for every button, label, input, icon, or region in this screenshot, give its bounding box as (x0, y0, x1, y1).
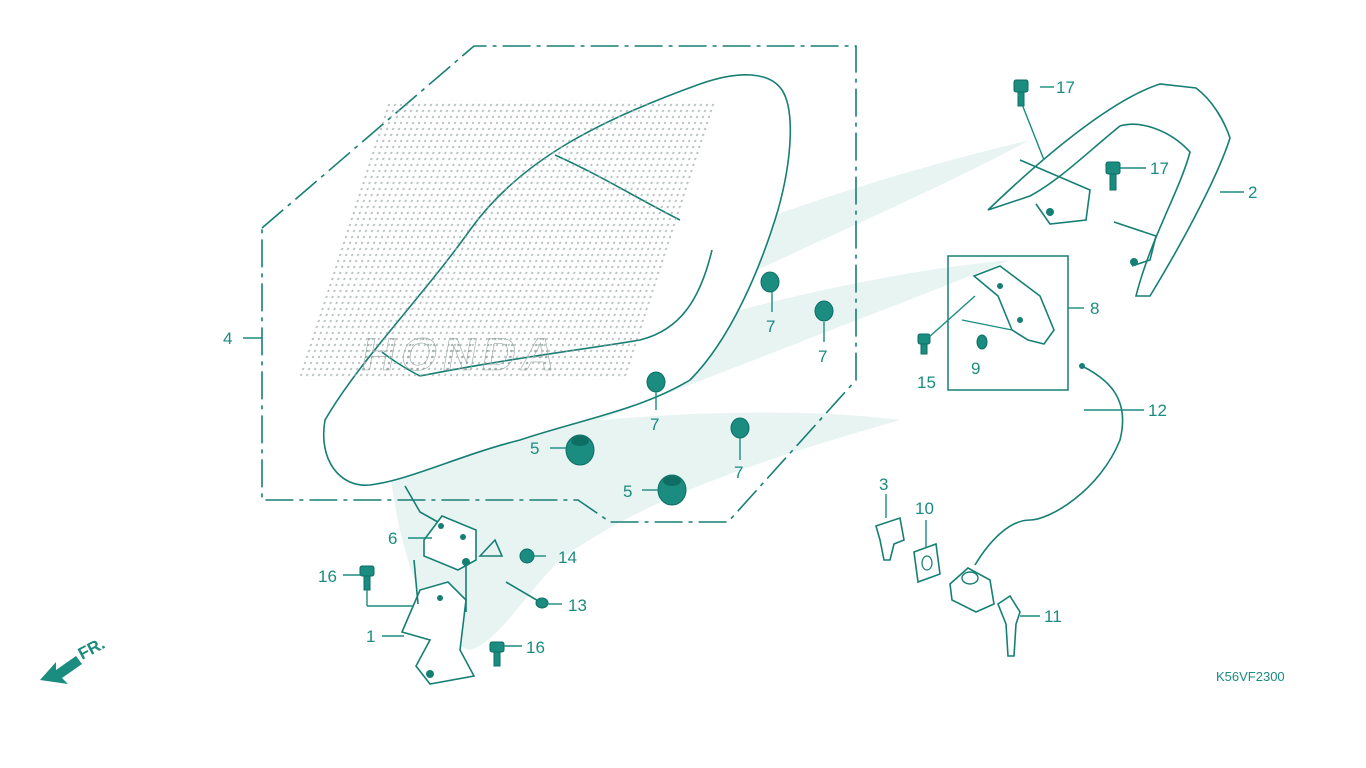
cushion-7a (760, 271, 780, 293)
callout-11: 11 (1044, 607, 1062, 626)
seat-lock-cable (974, 365, 1124, 566)
callout-4: 4 (223, 329, 232, 348)
grab-rail (987, 83, 1231, 297)
seat-lock (972, 265, 1055, 345)
clip-3 (875, 516, 905, 561)
seat-brand-text: HONDA (358, 328, 566, 380)
cushion-7c (646, 371, 666, 393)
callout-3: 3 (879, 475, 888, 494)
callout-7d: 7 (734, 463, 743, 482)
bolt-16a (359, 565, 375, 591)
seat-lock-bracket (400, 559, 476, 685)
callout-5b: 5 (623, 482, 632, 501)
callout-17a: 17 (1056, 78, 1075, 97)
callout-16a: 16 (318, 567, 337, 586)
key (997, 594, 1021, 657)
callout-14: 14 (558, 548, 577, 567)
honda-wing-watermark (390, 140, 1030, 650)
callout-5a: 5 (530, 439, 539, 458)
seat-assembly-outline (261, 45, 857, 523)
spring-9 (976, 334, 988, 350)
callout-10: 10 (915, 499, 934, 518)
callout-15: 15 (917, 373, 936, 392)
seat: HONDA (296, 74, 792, 541)
callout-2: 2 (1248, 183, 1257, 202)
callout-12: 12 (1148, 401, 1167, 420)
callout-7b: 7 (818, 347, 827, 366)
cushion-7d (730, 417, 750, 439)
callout-17b: 17 (1150, 159, 1169, 178)
grommet-5a (565, 434, 595, 466)
callout-6: 6 (388, 529, 397, 548)
callout-8: 8 (1090, 299, 1099, 318)
bolt-17b (1105, 161, 1121, 191)
callout-1: 1 (366, 627, 375, 646)
seat-dotted-texture (296, 100, 718, 380)
callout-13: 13 (568, 596, 587, 615)
seat-lock-box (947, 255, 1069, 391)
seat-hinge (423, 515, 504, 571)
seal-10 (913, 542, 941, 584)
callout-16b: 16 (526, 638, 545, 657)
bolt-17a (1013, 79, 1029, 107)
front-direction-label: FR. (75, 634, 108, 664)
leader-lines (243, 86, 1244, 647)
callout-7c: 7 (650, 415, 659, 434)
callout-9: 9 (971, 359, 980, 378)
diagram-code: K56VF2300 (1216, 669, 1285, 684)
bolt-16b (489, 641, 505, 667)
seat-lock-cylinder (949, 567, 995, 613)
cushion-7b (814, 300, 834, 322)
front-direction-arrow: FR. (40, 634, 108, 684)
pin-13 (505, 581, 549, 609)
bolt-15 (917, 333, 931, 355)
callout-7a: 7 (766, 317, 775, 336)
grommet-5b (657, 474, 687, 506)
